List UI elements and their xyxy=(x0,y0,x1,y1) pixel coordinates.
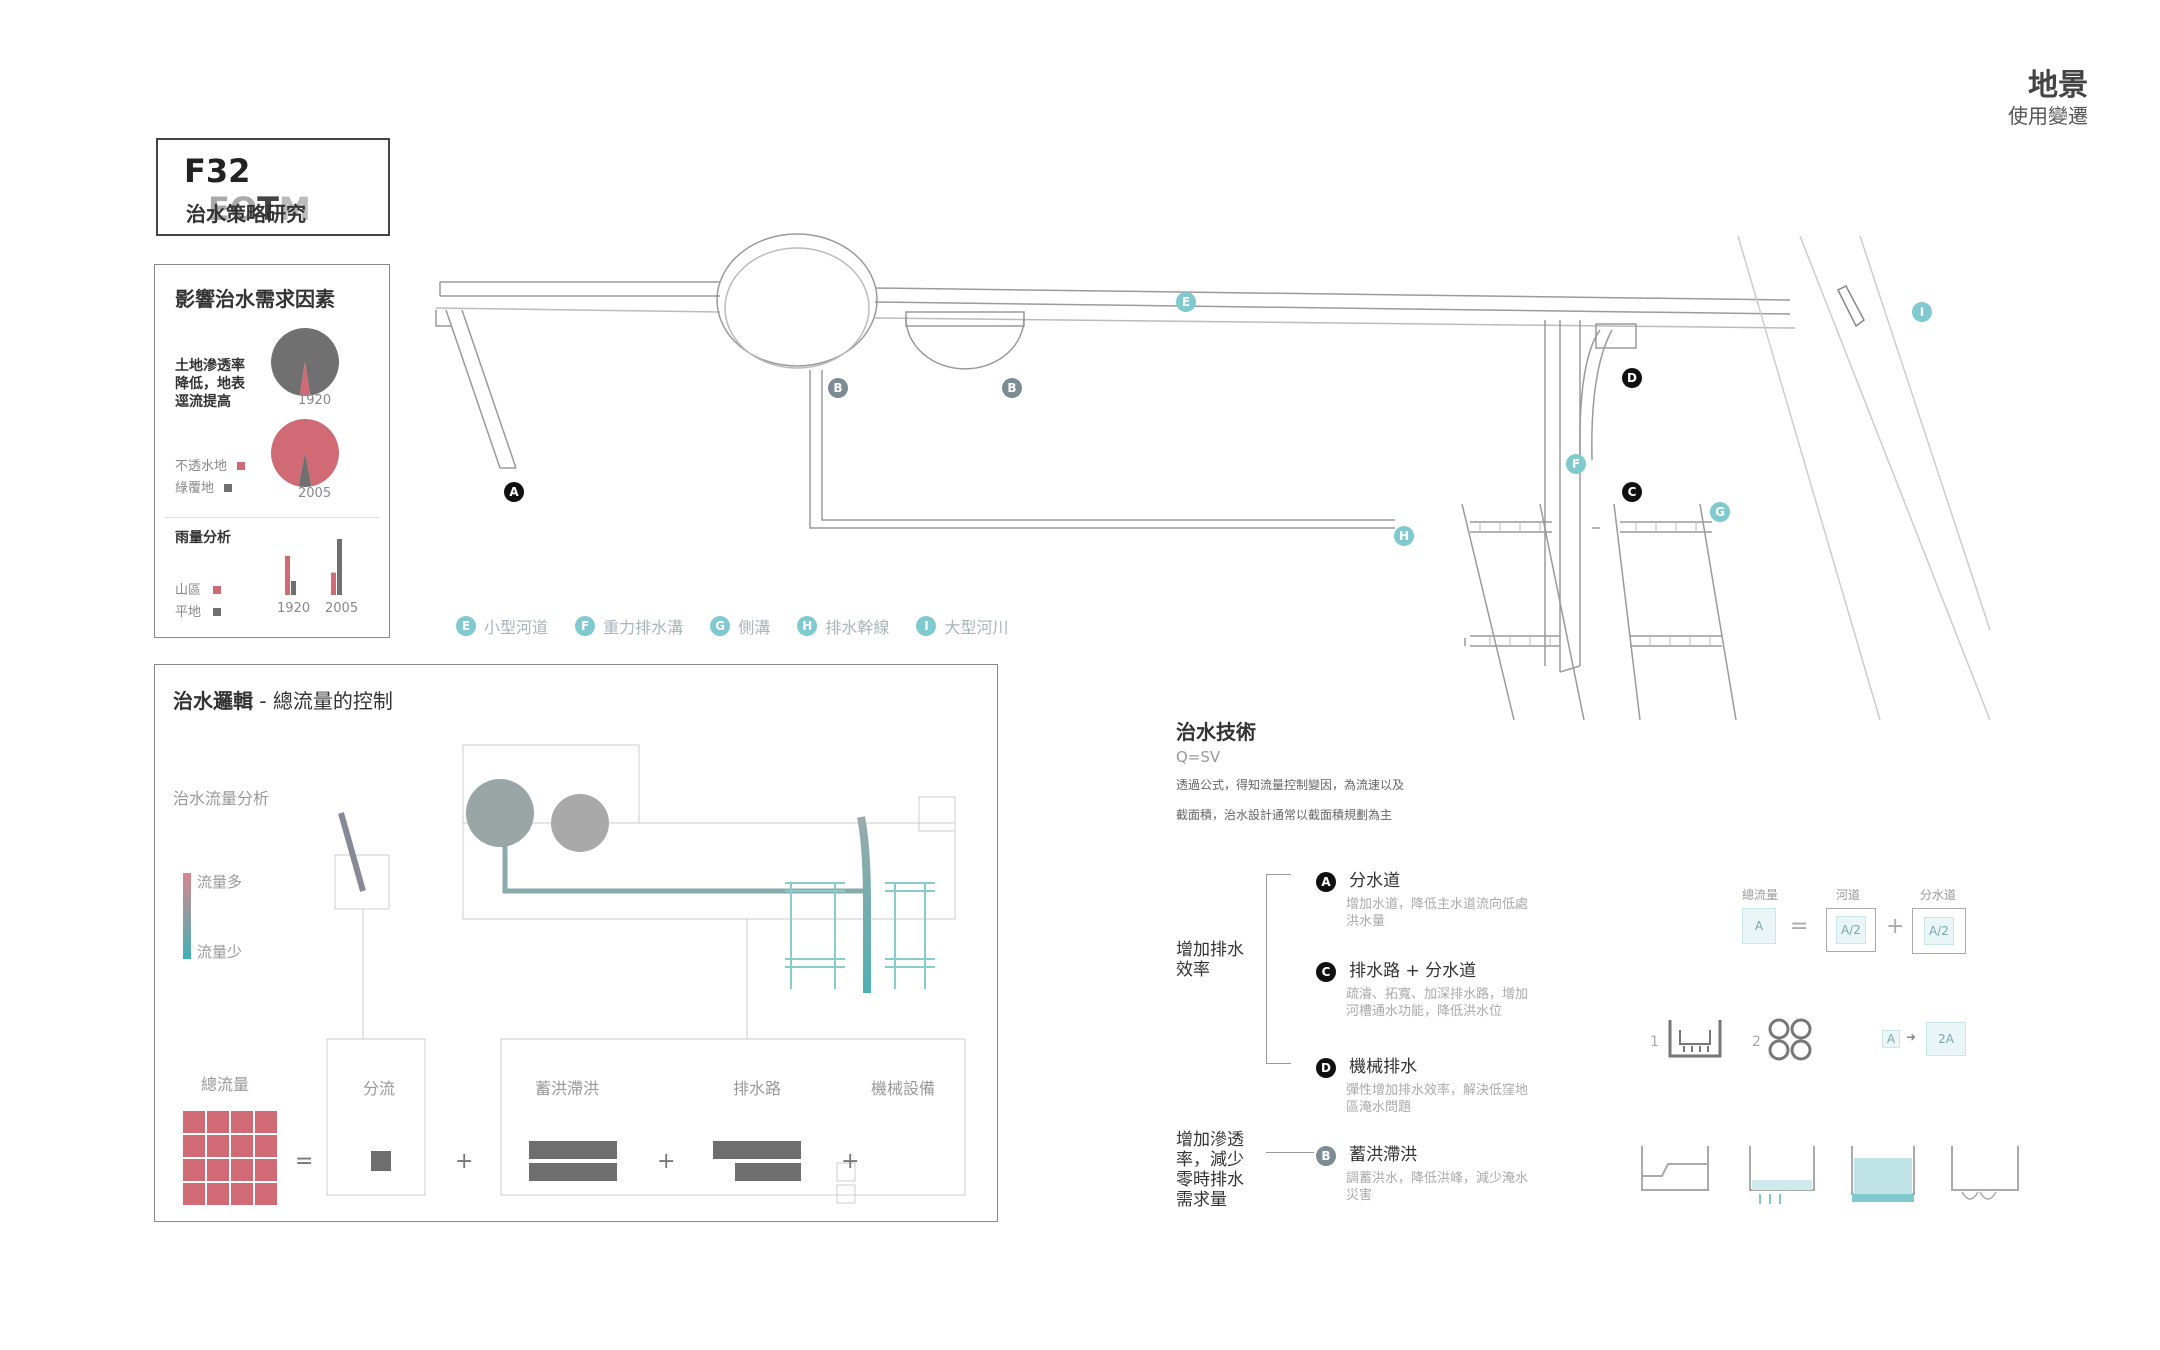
eqn-plus: + xyxy=(1886,914,1905,939)
logo-m: M xyxy=(278,190,311,228)
factors-title: 影響治水需求因素 xyxy=(175,287,335,311)
flow-diagram xyxy=(326,744,966,1204)
rain-bar-2005-1 xyxy=(337,539,342,595)
plus-3: + xyxy=(841,1149,860,1174)
mech-label: 機械設備 xyxy=(871,1079,936,1098)
legend-mountain: 山區 xyxy=(175,579,222,598)
tech-desc1: 透過公式，得知流量控制變因，為流速以及 xyxy=(1176,778,1405,792)
title-box: F32 EOTM 治水策略研究 xyxy=(156,138,390,236)
drainage-label: 排水路 xyxy=(733,1079,782,1098)
divider xyxy=(165,517,379,518)
flow-less-label: 流量少 xyxy=(197,943,243,961)
pipes-icon xyxy=(1768,1018,1812,1061)
eqn-h2: 河道 xyxy=(1836,888,1861,902)
legend-plain: 平地 xyxy=(175,601,222,620)
project-code: F32 xyxy=(184,152,251,190)
red-square-icon xyxy=(237,462,246,470)
eq-sign: = xyxy=(295,1149,314,1174)
pie-charts xyxy=(271,328,342,595)
page-subtitle: 使用變遷 xyxy=(2008,104,2088,128)
rain-bar-1920-0 xyxy=(285,555,290,595)
rain-title: 雨量分析 xyxy=(175,530,231,546)
group2-connector xyxy=(1266,1152,1314,1153)
tech-title: 治水技術 xyxy=(1176,720,1256,744)
logic-title: 治水邏輯 - 總流量的控制 xyxy=(173,689,393,713)
tech-formula: Q=SV xyxy=(1176,748,1221,766)
marker-c: C xyxy=(1622,482,1642,502)
legend-green: 綠覆地 xyxy=(175,477,233,496)
detention-label: 蓄洪滯洪 xyxy=(535,1079,600,1098)
land-text: 土地滲透率 降低，地表 逕流提高 xyxy=(175,358,245,410)
pie-1920-slice-1 xyxy=(299,362,311,396)
marker-b1: B xyxy=(828,378,848,398)
tech-item-c: C 排水路 + 分水道 疏濬、拓寬、加深排水路，增加 河槽通水功能，降低洪水位 xyxy=(1316,956,1528,1020)
total-grid xyxy=(183,1111,277,1205)
cross-section-icons xyxy=(1641,1146,2019,1204)
eqn-box-a2: A/2 xyxy=(1826,908,1876,952)
site-map xyxy=(435,233,1991,721)
eqn-box-b2: A/2 xyxy=(1912,908,1966,954)
rain-bar-2005-0 xyxy=(331,572,336,595)
flow-gradient-bar xyxy=(183,873,191,959)
title-subtitle: 治水策略研究 xyxy=(186,202,306,226)
diverge-square xyxy=(371,1151,391,1171)
tech-item-a: A 分水道 增加水道，降低主水道流向低處 洪水量 xyxy=(1316,866,1528,930)
gray-square-icon xyxy=(224,484,233,492)
num-1: 1 xyxy=(1650,1034,1659,1050)
plus-2: + xyxy=(657,1149,676,1174)
plus-1: + xyxy=(455,1149,474,1174)
ratio-a: A xyxy=(1882,1030,1900,1048)
factors-panel: 影響治水需求因素 土地滲透率 降低，地表 逕流提高 1920 2005 不透水地… xyxy=(154,264,390,638)
group1-bracket xyxy=(1266,874,1291,1064)
marker-g: G xyxy=(1710,502,1730,522)
eqn-h1: 總流量 xyxy=(1742,888,1779,902)
pie1920-label: 1920 xyxy=(298,393,332,408)
flow-analysis-label: 治水流量分析 xyxy=(173,789,270,808)
marker-a: A xyxy=(504,482,524,502)
pie-2005-slice-0 xyxy=(271,419,340,487)
logic-panel: 治水邏輯 - 總流量的控制 治水流量分析 流量多 流量少 xyxy=(154,664,998,1222)
pie2005-label: 2005 xyxy=(298,486,332,501)
red-square-icon xyxy=(213,586,222,594)
logo-t: T xyxy=(257,190,279,228)
marker-e: E xyxy=(1176,292,1196,312)
eqn-h3: 分水道 xyxy=(1920,888,1957,902)
detention-grid xyxy=(529,1141,621,1183)
tech-item-b: B 蓄洪滯洪 調蓄洪水，降低洪峰，減少淹水 災害 xyxy=(1316,1140,1528,1204)
legend-impervious: 不透水地 xyxy=(175,455,246,474)
marker-b2: B xyxy=(1002,378,1022,398)
arrow-right-icon: ➜ xyxy=(1906,1030,1917,1044)
rain-bar-1920-1 xyxy=(291,581,296,595)
marker-f: F xyxy=(1566,454,1586,474)
group1-label: 增加排水 效率 xyxy=(1176,940,1244,980)
ratio-2a: 2A xyxy=(1926,1022,1966,1056)
total-label: 總流量 xyxy=(201,1075,250,1094)
page-title: 地景 xyxy=(2028,68,2088,103)
eqn-eq: = xyxy=(1790,914,1809,939)
diverge-label: 分流 xyxy=(363,1079,396,1098)
marker-d: D xyxy=(1622,368,1642,388)
logo-eo: EO xyxy=(208,190,258,228)
gray-square-icon xyxy=(213,608,222,616)
pie-1920-slice-0 xyxy=(271,328,339,396)
eqn-box-a: A xyxy=(1742,908,1776,944)
bar-x1: 1920 xyxy=(277,601,311,616)
pie-2005-slice-1 xyxy=(298,453,312,487)
marker-i: I xyxy=(1912,302,1932,322)
flow-more-label: 流量多 xyxy=(197,873,243,891)
channel-icon xyxy=(1668,1020,1722,1058)
drainage-grid xyxy=(713,1141,805,1183)
tech-desc2: 截面積，治水設計通常以截面積規劃為主 xyxy=(1176,808,1393,822)
group2-label: 增加滲透 率，減少 零時排水 需求量 xyxy=(1176,1130,1244,1210)
tech-item-d: D 機械排水 彈性增加排水效率，解決低窪地 區淹水問題 xyxy=(1316,1052,1528,1116)
bar-x2: 2005 xyxy=(325,601,359,616)
marker-h: H xyxy=(1394,526,1414,546)
num-2: 2 xyxy=(1752,1034,1761,1050)
